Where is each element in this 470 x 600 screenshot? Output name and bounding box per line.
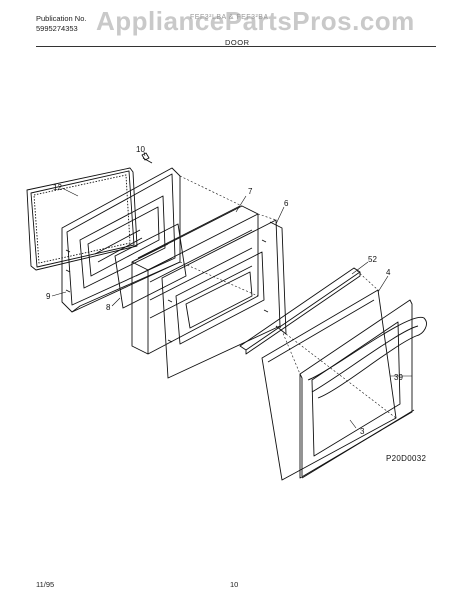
assembly-guides <box>179 175 397 419</box>
inner-door-panel <box>61 167 181 313</box>
publication-info: Publication No. 5995274353 <box>36 14 86 34</box>
outer-glass <box>261 289 397 481</box>
callout-leaders <box>51 151 412 429</box>
diagram-code: P20D0032 <box>386 454 427 463</box>
callout-4: 4 <box>386 268 391 277</box>
callout-39: 39 <box>394 373 403 382</box>
callout-9: 9 <box>46 292 51 301</box>
footer-date: 11/95 <box>36 580 55 589</box>
publication-label: Publication No. <box>36 14 87 23</box>
trim-channel <box>239 267 361 355</box>
publication-number: 5995274353 <box>36 24 78 33</box>
section-title: DOOR <box>225 38 250 47</box>
outer-door-frame <box>299 299 415 479</box>
gasket-part <box>26 167 138 271</box>
callout-10: 10 <box>136 145 145 154</box>
callout-7: 7 <box>248 187 253 196</box>
callout-3: 3 <box>360 427 365 436</box>
footer-page-number: 10 <box>230 580 239 589</box>
screw-part <box>141 152 153 164</box>
callout-8: 8 <box>106 303 111 312</box>
callout-12: 12 <box>53 183 62 192</box>
callout-52: 52 <box>368 255 377 264</box>
watermark: AppliancePartsPros.com <box>96 6 415 36</box>
glass-part <box>114 223 187 309</box>
door-liner <box>131 205 259 355</box>
header-rule <box>36 46 436 47</box>
model-number: FEF3²LBA & FEF3²BA <box>190 14 269 21</box>
door-handle <box>307 316 427 399</box>
callout-6: 6 <box>284 199 289 208</box>
